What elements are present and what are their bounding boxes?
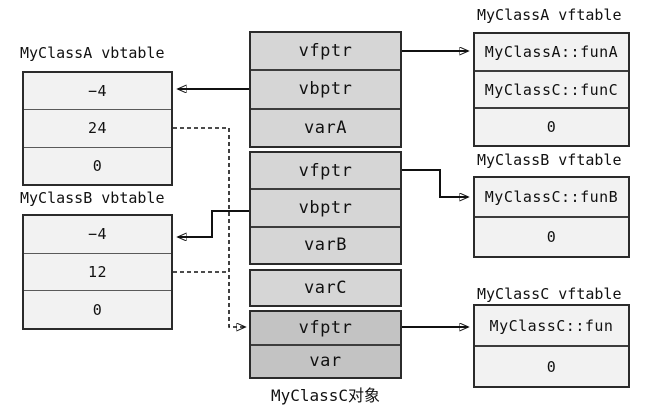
cell-vbptr-b: vbptr [251, 188, 400, 226]
cell-var: var [251, 343, 400, 377]
cell-vfptr-c: vfptr [251, 312, 400, 344]
vbtableB-row-1: 12 [24, 252, 171, 291]
vftableA-title: MyClassA vftable [477, 6, 622, 24]
vftableA-row-1: MyClassC::funC [475, 69, 628, 108]
vbtableB: −4 12 0 [22, 214, 173, 330]
cell-varB: varB [251, 225, 400, 263]
cell-vfptr-b: vfptr [251, 153, 400, 189]
cell-varC: varC [251, 271, 400, 305]
object-subgroup-classC-members: varC [249, 269, 402, 307]
vftableB-row-1: 0 [475, 216, 628, 256]
vftableA-row-0: MyClassA::funA [475, 34, 628, 70]
cell-vfptr-a: vfptr [251, 33, 400, 70]
cell-vbptr-a: vbptr [251, 69, 400, 108]
vftableB: MyClassC::funB 0 [473, 176, 630, 258]
vbtableB-title: MyClassB vbtable [20, 189, 165, 207]
dashed-offset24-to-vfptrC [173, 127, 245, 327]
vbtableA-row-1: 24 [24, 109, 171, 147]
vftableB-title: MyClassB vftable [477, 151, 622, 169]
object-subgroup-virtual-base: vfptr var [249, 310, 402, 379]
vftableB-row-0: MyClassC::funB [475, 178, 628, 216]
vbtableA-row-2: 0 [24, 146, 171, 184]
vftableC-row-0: MyClassC::fun [475, 306, 628, 345]
arrow-vbptrB-to-vbtableB [178, 210, 249, 237]
vbtableA: −4 24 0 [22, 71, 173, 186]
vftableC-row-1: 0 [475, 345, 628, 386]
object-subgroup-classA: vfptr vbptr varA [249, 31, 402, 148]
vftableC: MyClassC::fun 0 [473, 304, 630, 388]
object-label: MyClassC对象 [270, 386, 381, 405]
object-subgroup-classB: vfptr vbptr varB [249, 151, 402, 265]
vbtableB-row-2: 0 [24, 290, 171, 329]
vftableA-row-2: 0 [475, 107, 628, 146]
arrow-vfptrB-to-vftableB [402, 169, 468, 197]
vbtableA-title: MyClassA vbtable [20, 44, 165, 62]
cell-varA: varA [251, 107, 400, 146]
vbtableA-row-0: −4 [24, 73, 171, 110]
vftableC-title: MyClassC vftable [477, 285, 622, 303]
vbtableB-row-0: −4 [24, 216, 171, 253]
vftableA: MyClassA::funA MyClassC::funC 0 [473, 32, 630, 147]
